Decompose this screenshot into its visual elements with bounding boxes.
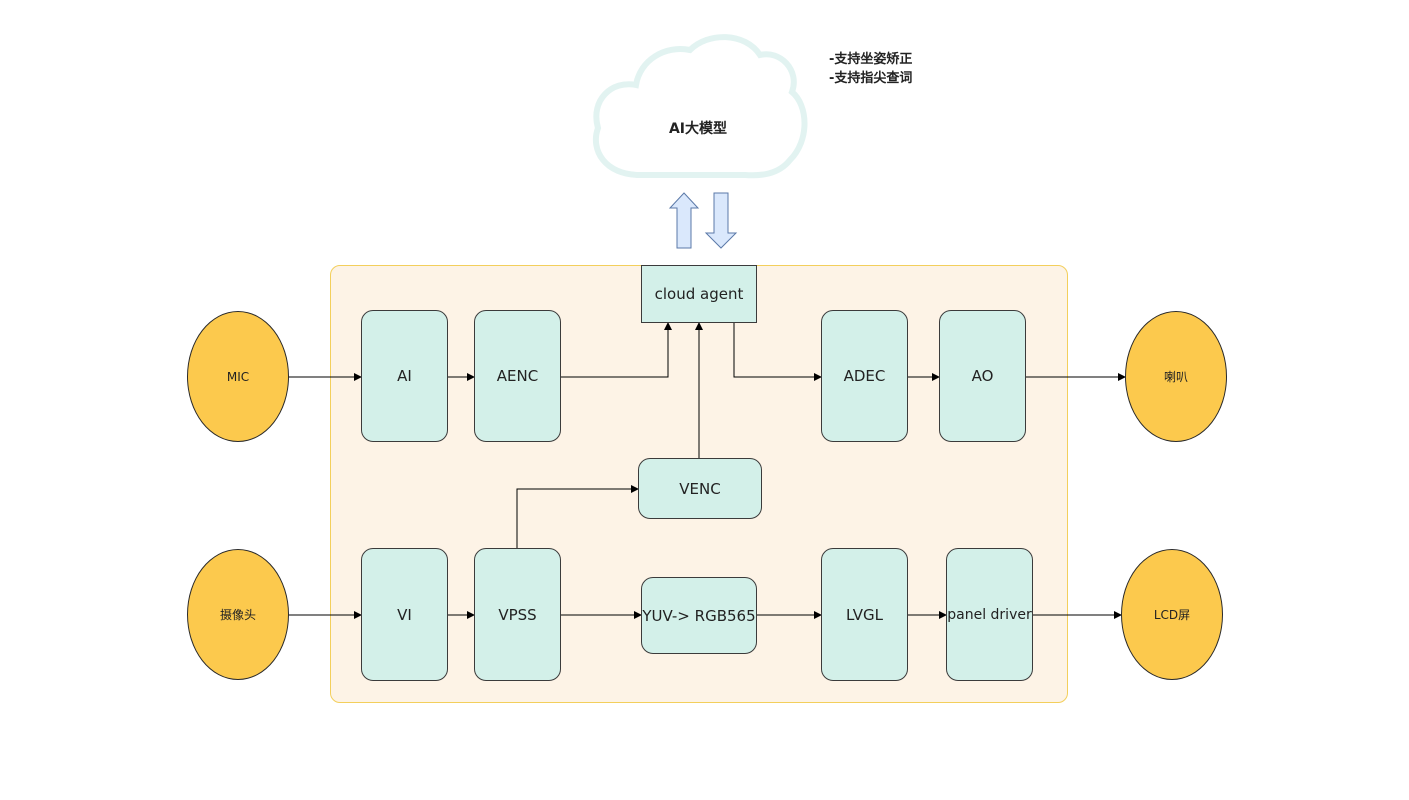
edge-vpss-venc — [516, 485, 639, 548]
camera-node: 摄像头 — [187, 549, 289, 680]
note-posture: -支持坐姿矫正 — [829, 52, 913, 67]
edge-cloud-agent-adec — [733, 323, 822, 381]
aenc-box: AENC — [474, 310, 561, 442]
feature-notes: -支持坐姿矫正 -支持指尖查词 — [829, 50, 912, 88]
note-fingertip: -支持指尖查词 — [829, 71, 913, 86]
download-arrow-icon — [704, 192, 738, 249]
ai-box: AI — [361, 310, 448, 442]
speaker-node: 喇叭 — [1125, 311, 1227, 442]
vi-box: VI — [361, 548, 448, 681]
lcd-node: LCD屏 — [1121, 549, 1223, 680]
lvgl-box: LVGL — [821, 548, 908, 681]
adec-box: ADEC — [821, 310, 908, 442]
vpss-box: VPSS — [474, 548, 561, 681]
cloud-label: AI大模型 — [668, 121, 728, 137]
cloud-agent-box: cloud agent — [641, 265, 757, 323]
upload-arrow-icon — [668, 192, 700, 249]
venc-box: VENC — [638, 458, 762, 519]
panel-driver-box: panel driver — [946, 548, 1033, 681]
mic-node: MIC — [187, 311, 289, 442]
ao-box: AO — [939, 310, 1026, 442]
yuv-rgb565-box: YUV-> RGB565 — [641, 577, 757, 654]
edge-aenc-cloud-agent — [561, 322, 672, 378]
cloud-shape — [592, 34, 808, 179]
